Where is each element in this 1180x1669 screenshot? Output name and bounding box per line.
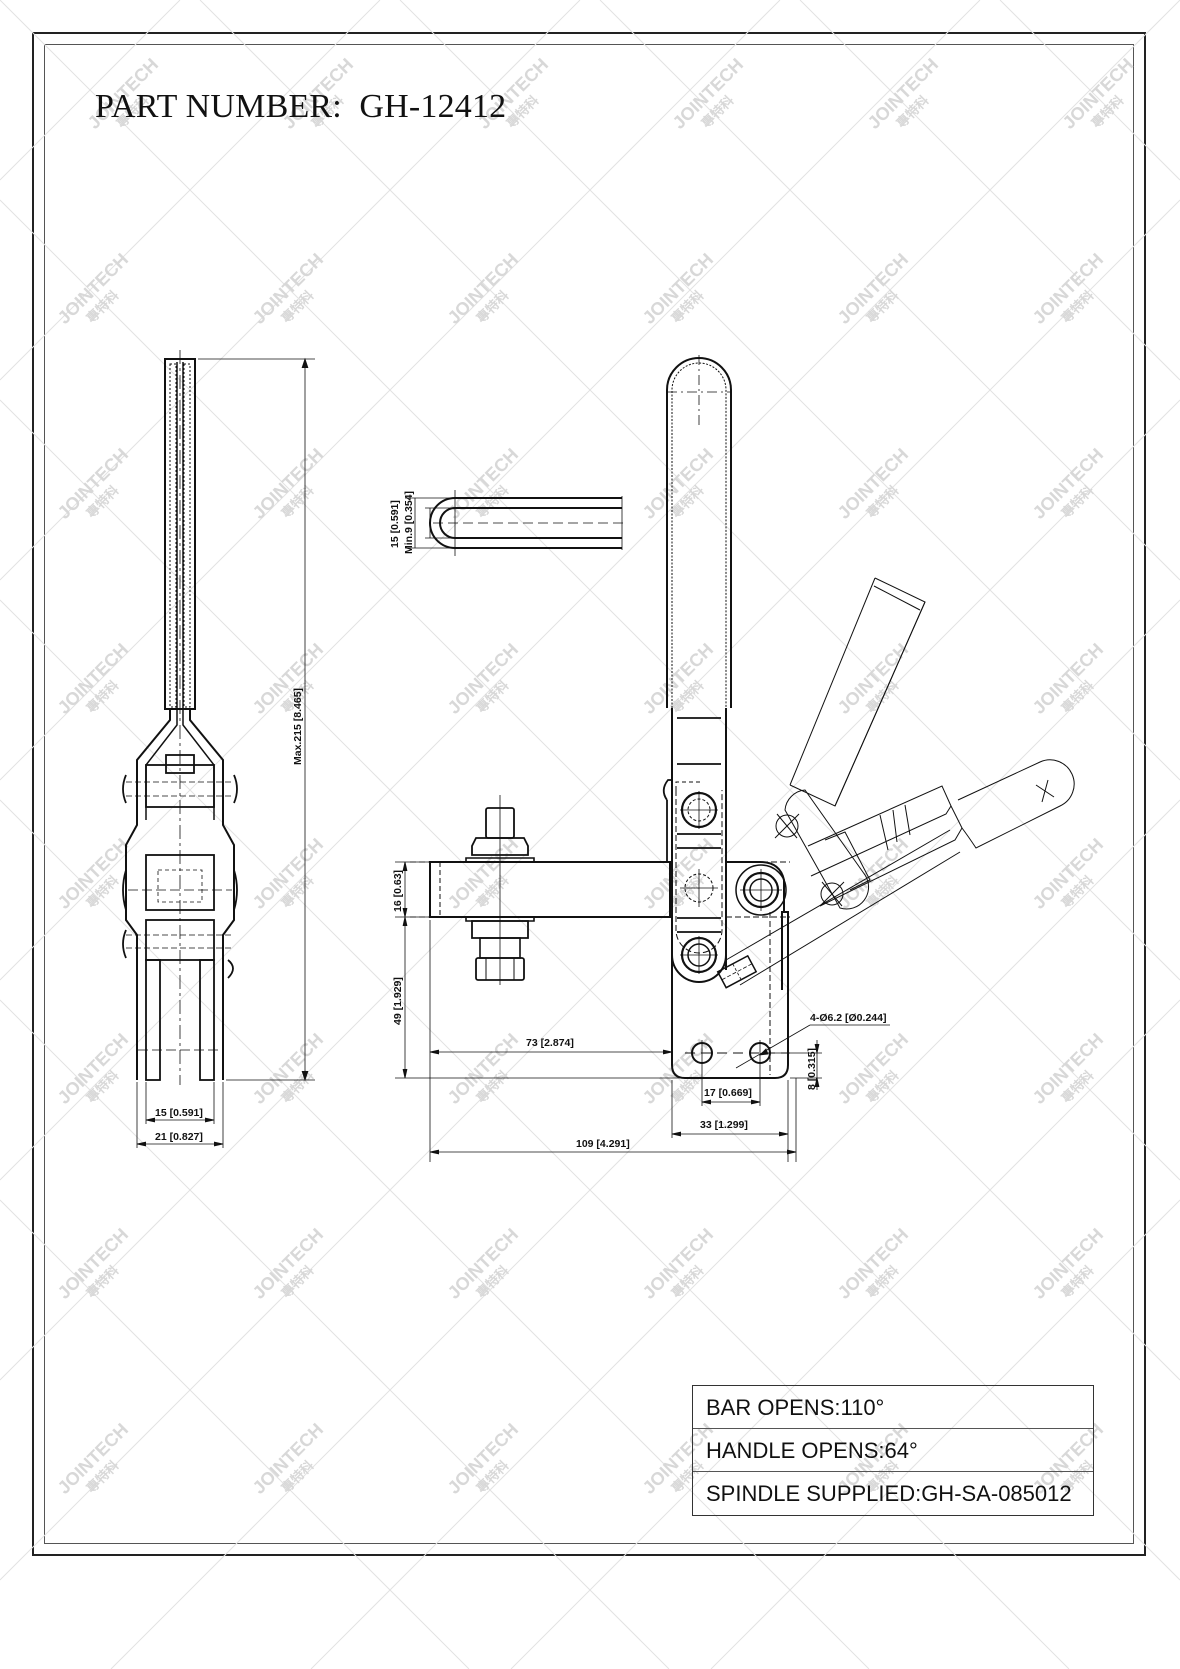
handle-section-detail: [405, 490, 625, 556]
dim-outer-width: 21 [0.827]: [155, 1131, 203, 1143]
dim-hole-offset: 8 [0.315]: [806, 1048, 818, 1090]
part-number-title: PART NUMBER: GH-12412: [95, 88, 507, 125]
dim-grip-height: 15 [0.591]: [389, 500, 401, 548]
dim-max-height: Max.215 [8.465]: [292, 688, 304, 765]
dim-inner-width: 15 [0.591]: [155, 1107, 203, 1119]
side-view: [122, 350, 238, 1085]
dim-bar-thickness: 16 [0.63]: [392, 870, 404, 912]
spec-table: BAR OPENS:110° HANDLE OPENS:64° SPINDLE …: [692, 1385, 1094, 1516]
spec-row-handle-opens: HANDLE OPENS:64°: [693, 1429, 1093, 1472]
dim-min-inner: Min.9 [0.354]: [403, 491, 415, 554]
spec-row-spindle: SPINDLE SUPPLIED:GH-SA-085012: [706, 1481, 1072, 1506]
spec-row-bar-opens: BAR OPENS:110°: [693, 1386, 1093, 1429]
dim-overall-length: 109 [4.291]: [576, 1138, 630, 1150]
dim-mounting-holes: 4-Ø6.2 [Ø0.244]: [810, 1012, 886, 1024]
dim-hole-spacing: 17 [0.669]: [704, 1087, 752, 1099]
front-view-dimensions: [395, 861, 890, 1162]
front-view: [410, 355, 790, 1079]
side-view-dimensions: [136, 357, 315, 1148]
front-view-open-positions: [725, 577, 1075, 986]
inner-frame-border: [44, 44, 1134, 1544]
dim-base-width: 33 [1.299]: [700, 1119, 748, 1131]
outer-frame-border: [32, 32, 1146, 1556]
dim-bar-reach: 73 [2.874]: [526, 1037, 574, 1049]
dim-bar-height: 49 [1.929]: [392, 977, 404, 1025]
